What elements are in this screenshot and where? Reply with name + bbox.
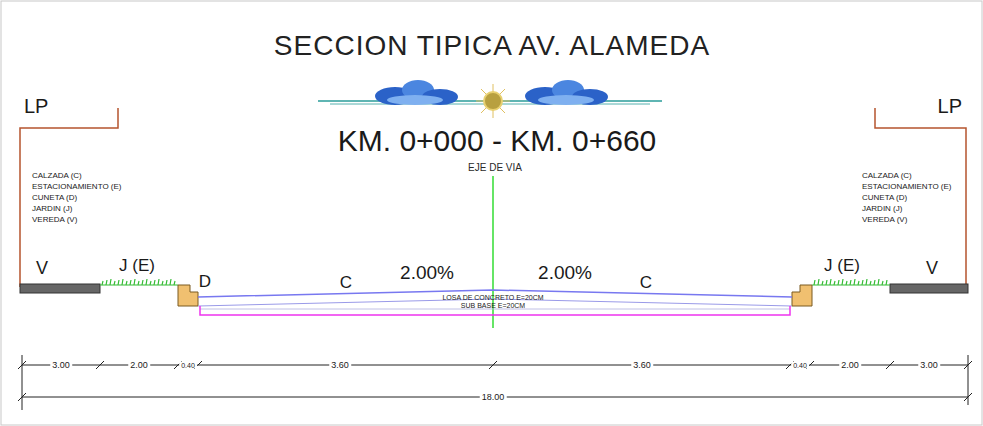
grass-blade <box>102 281 103 285</box>
dimension-tick <box>96 361 104 369</box>
grass-blade <box>142 280 143 285</box>
grass-blade <box>814 280 815 285</box>
grass-blade <box>830 279 831 285</box>
grass-blade <box>882 281 883 285</box>
dimension-tick <box>964 393 972 401</box>
key-label: VEREDA (V) <box>862 216 907 224</box>
grass-blade <box>174 281 175 285</box>
grass-blade <box>886 280 887 285</box>
part-label: V <box>926 259 938 277</box>
grass-blade <box>146 279 147 285</box>
dimension: 3.60 <box>329 361 351 370</box>
dimension: 0.40 <box>791 362 809 369</box>
part-label: J (E) <box>119 257 155 274</box>
grass-blade <box>838 280 839 285</box>
grass-blade <box>874 280 875 285</box>
grass-blade <box>138 281 139 285</box>
layer-label: LOSA DE CONCRETO E=20CM <box>442 294 543 301</box>
grass-blade <box>170 279 171 285</box>
part-label: V <box>36 259 48 277</box>
grass-blade <box>818 279 819 285</box>
dimension-tick <box>964 361 972 369</box>
key-label: ESTACIONAMIENTO (E) <box>862 183 952 191</box>
grass-blade <box>114 281 115 285</box>
boundary-label: LP <box>24 96 48 116</box>
dimension-tick <box>18 393 26 401</box>
grass-blade <box>162 281 163 285</box>
grass-blade <box>154 280 155 285</box>
key-label: CUNETA (D) <box>862 194 907 202</box>
ornament <box>318 80 662 118</box>
grass-blade <box>858 281 859 285</box>
grass-blade <box>846 281 847 285</box>
grass-blade <box>854 279 855 285</box>
sidewalk <box>890 284 968 293</box>
dimension: 0.40 <box>179 362 197 369</box>
layer-label: SUB BASE E=20CM <box>461 302 525 309</box>
dimension: 18.00 <box>480 393 507 402</box>
grass-blade <box>110 279 111 285</box>
grass-blade <box>870 281 871 285</box>
dimension-tick <box>886 361 894 369</box>
grass-blade <box>134 279 135 285</box>
slope-label: 2.00% <box>538 263 592 282</box>
dimension-lines <box>18 355 972 410</box>
boundary-label: LP <box>938 96 962 116</box>
grass-blade <box>130 280 131 285</box>
part-label: C <box>640 274 652 291</box>
key-label: JARDIN (J) <box>862 205 902 213</box>
key-label: VEREDA (V) <box>32 216 77 224</box>
grass-blade <box>862 280 863 285</box>
dimension: 3.00 <box>918 361 940 370</box>
grass-blade <box>118 280 119 285</box>
key-label: CALZADA (C) <box>862 172 912 180</box>
dimension: 3.60 <box>631 361 653 370</box>
slope-label: 2.00% <box>400 263 454 282</box>
grass-blade <box>826 280 827 285</box>
key-label: CALZADA (C) <box>32 172 82 180</box>
grass-blade <box>822 281 823 285</box>
concrete-slab <box>198 290 792 309</box>
grass-blade <box>166 280 167 285</box>
grass-blade <box>850 280 851 285</box>
sidewalk <box>20 284 100 293</box>
dimension-tick <box>18 361 26 369</box>
grass-blade <box>126 281 127 285</box>
grass-blade <box>122 279 123 285</box>
key-label: ESTACIONAMIENTO (E) <box>32 183 122 191</box>
part-label: C <box>340 274 352 291</box>
part-label: D <box>199 273 211 290</box>
dimension: 3.00 <box>50 361 72 370</box>
grass-blade <box>158 279 159 285</box>
key-label: JARDIN (J) <box>32 205 72 213</box>
dimension: 2.00 <box>128 361 150 370</box>
grass-blade <box>150 281 151 285</box>
part-label: J (E) <box>824 257 860 274</box>
chainage-label: KM. 0+000 - KM. 0+660 <box>338 126 657 156</box>
dimension: 2.00 <box>839 361 861 370</box>
grass-blade <box>834 281 835 285</box>
grass-blade <box>878 279 879 285</box>
garden <box>100 279 890 285</box>
title: SECCION TIPICA AV. ALAMEDA <box>274 32 710 60</box>
grass-blade <box>842 279 843 285</box>
grass-blade <box>866 279 867 285</box>
key-label: CUNETA (D) <box>32 194 77 202</box>
axis-label: EJE DE VIA <box>468 163 522 173</box>
dimension-tick <box>489 361 497 369</box>
grass-blade <box>106 280 107 285</box>
